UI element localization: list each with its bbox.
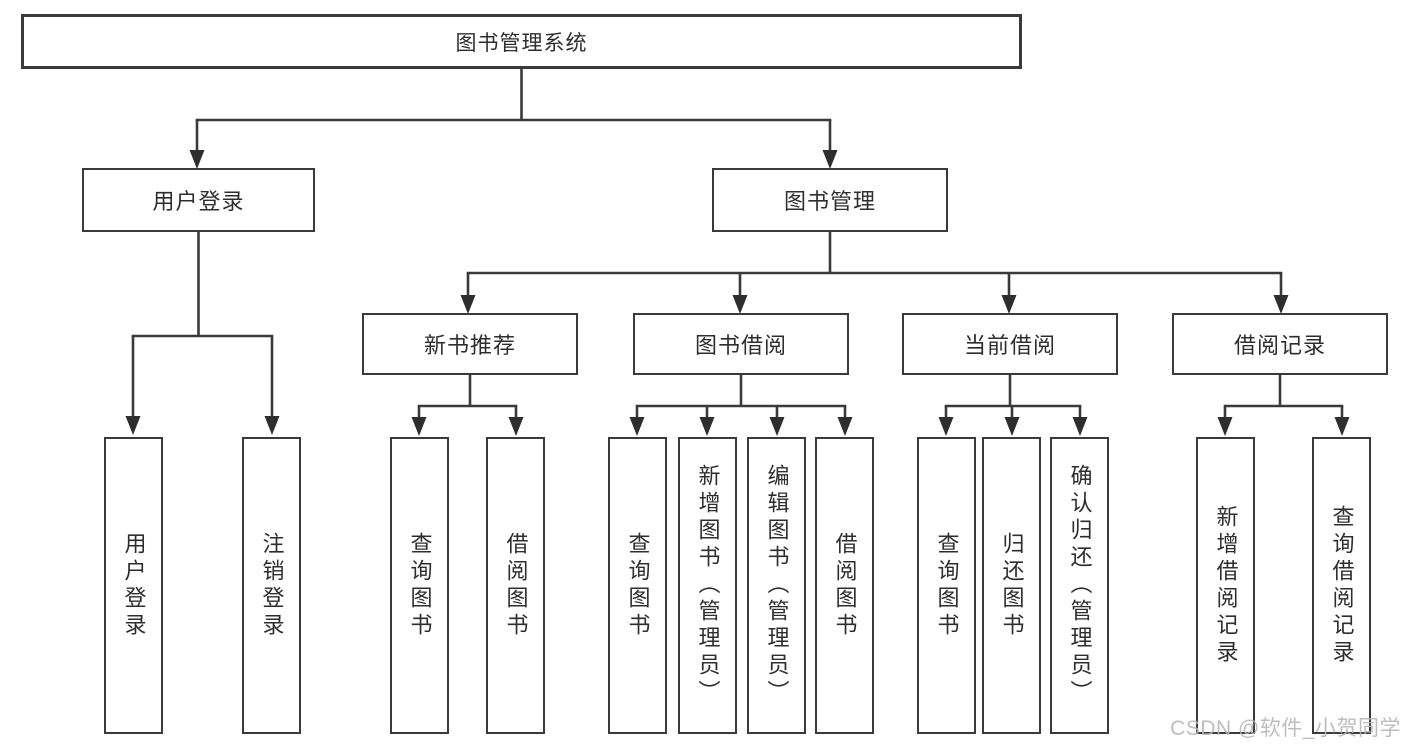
leaf-return-books: 归还图书: [982, 437, 1041, 734]
node-user-login: 用户登录: [82, 168, 315, 232]
node-book-management: 图书管理: [712, 168, 948, 232]
leaf-add-books-admin: 新增图书（管理员）: [678, 437, 737, 734]
leaf-borrow-books: 借阅图书: [815, 437, 874, 734]
node-book-borrow: 图书借阅: [633, 313, 849, 375]
csdn-watermark: CSDN @软件_小贺同学: [1170, 717, 1401, 740]
node-library-management-system: 图书管理系统: [21, 14, 1022, 69]
leaf-add-borrow-record: 新增借阅记录: [1196, 437, 1255, 734]
leaf-user-login: 用户登录: [104, 437, 163, 734]
node-new-book-recommend: 新书推荐: [362, 313, 578, 375]
leaf-query-books-current: 查询图书: [917, 437, 976, 734]
leaf-borrow-books-recommend: 借阅图书: [486, 437, 545, 734]
leaf-logout-login: 注销登录: [242, 437, 301, 734]
leaf-query-books-recommend: 查询图书: [390, 437, 449, 734]
leaf-query-borrow-record: 查询借阅记录: [1312, 437, 1371, 734]
node-current-borrow: 当前借阅: [902, 313, 1118, 375]
node-borrow-records: 借阅记录: [1172, 313, 1388, 375]
leaf-query-books-borrow: 查询图书: [608, 437, 667, 734]
leaf-confirm-return-admin: 确认归还（管理员）: [1050, 437, 1109, 734]
leaf-edit-books-admin: 编辑图书（管理员）: [747, 437, 806, 734]
